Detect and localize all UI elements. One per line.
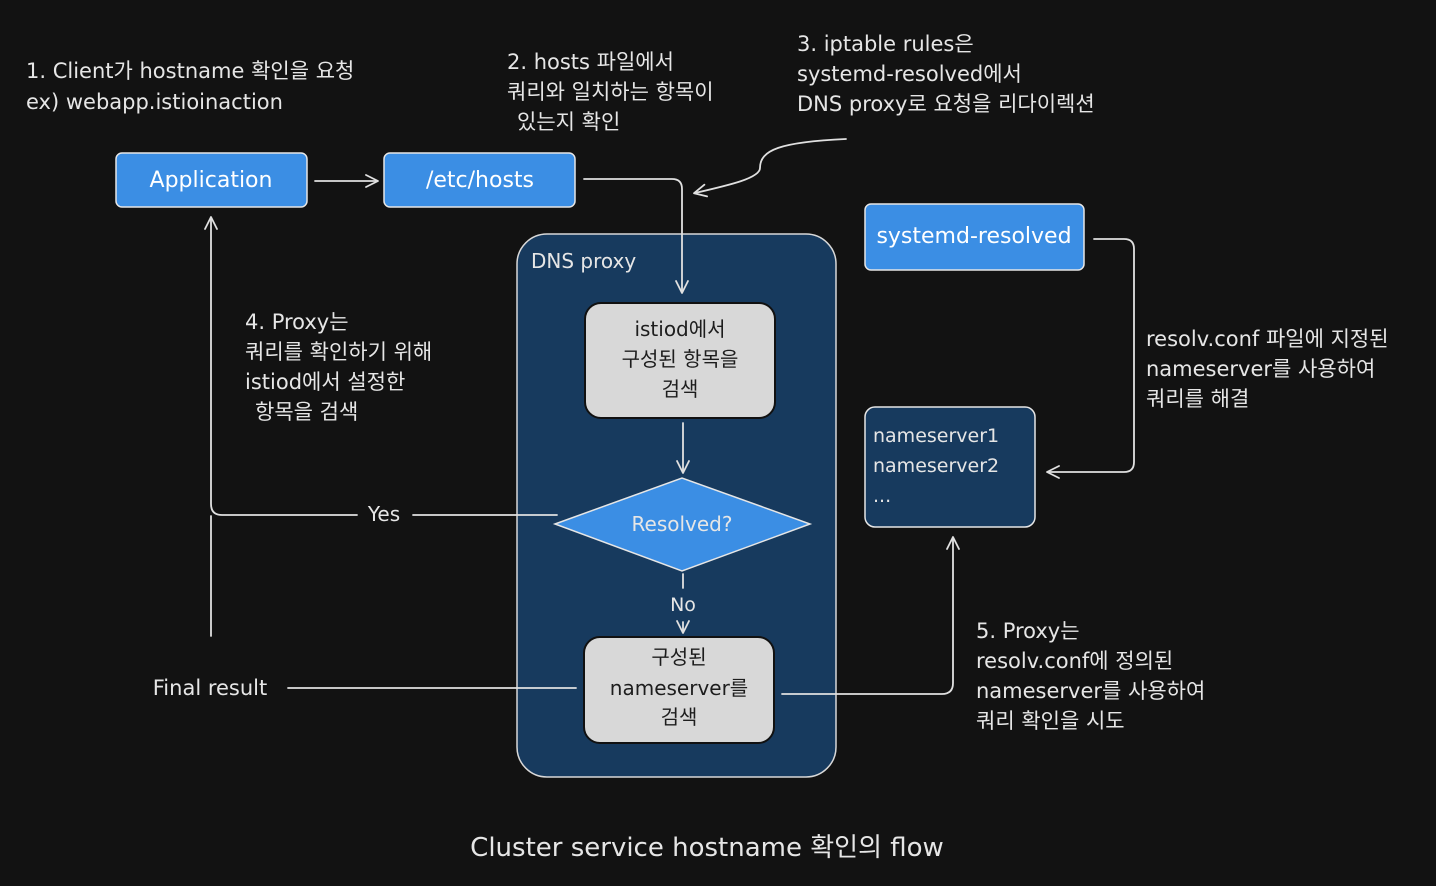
svg-text:5. Proxy는: 5. Proxy는 xyxy=(976,619,1080,643)
note-step2: 2. hosts 파일에서 쿼리와 일치하는 항목이 있는지 확인 xyxy=(507,50,714,134)
svg-text:구성된 항목을: 구성된 항목을 xyxy=(622,347,739,371)
svg-text:nameserver를 사용하여: nameserver를 사용하여 xyxy=(976,679,1205,703)
svg-text:쿼리 확인을 시도: 쿼리 확인을 시도 xyxy=(976,709,1125,733)
svg-text:systemd-resolved: systemd-resolved xyxy=(876,224,1071,249)
svg-text:4. Proxy는: 4. Proxy는 xyxy=(245,310,349,334)
svg-text:ex) webapp.istioinaction: ex) webapp.istioinaction xyxy=(26,90,283,114)
svg-text:Resolved?: Resolved? xyxy=(632,512,733,536)
etc-hosts-node: /etc/hosts xyxy=(383,152,576,208)
resolved-decision-node: Resolved? xyxy=(552,477,813,572)
nameserver-list-node: nameserver1 nameserver2 ... xyxy=(864,406,1036,528)
svg-text:istiod에서: istiod에서 xyxy=(634,317,725,341)
systemd-resolved-node: systemd-resolved xyxy=(864,203,1085,271)
note-step1: 1. Client가 hostname 확인을 요청 ex) webapp.is… xyxy=(26,59,354,114)
svg-text:구성된: 구성된 xyxy=(651,645,706,669)
arrow-hosts-to-proxy xyxy=(583,178,689,294)
note-resolv-conf: resolv.conf 파일에 지정된 nameserver를 사용하여 쿼리를… xyxy=(1146,327,1389,411)
application-node: Application xyxy=(115,152,308,208)
arrow-decision-yes xyxy=(211,218,558,516)
note-step4: 4. Proxy는 쿼리를 확인하기 위해 istiod에서 설정한 항목을 검… xyxy=(245,310,432,424)
svg-text:systemd-resolved에서: systemd-resolved에서 xyxy=(797,62,1022,86)
note-step5: 5. Proxy는 resolv.conf에 정의된 nameserver를 사… xyxy=(976,619,1205,733)
svg-text:있는지 확인: 있는지 확인 xyxy=(517,110,620,134)
svg-text:resolv.conf 파일에 지정된: resolv.conf 파일에 지정된 xyxy=(1146,327,1389,351)
svg-text:istiod에서 설정한: istiod에서 설정한 xyxy=(245,370,405,394)
svg-text:/etc/hosts: /etc/hosts xyxy=(426,168,534,193)
istiod-lookup-node: istiod에서 구성된 항목을 검색 xyxy=(584,302,776,419)
svg-text:nameserver2: nameserver2 xyxy=(873,455,999,477)
svg-text:nameserver1: nameserver1 xyxy=(873,425,999,447)
note-step3: 3. iptable rules은 systemd-resolved에서 DNS… xyxy=(797,32,1095,116)
svg-text:검색: 검색 xyxy=(662,377,699,401)
svg-text:DNS proxy로 요청을 리다이렉션: DNS proxy로 요청을 리다이렉션 xyxy=(797,92,1095,116)
svg-text:검색: 검색 xyxy=(661,705,698,729)
svg-text:쿼리와 일치하는 항목이: 쿼리와 일치하는 항목이 xyxy=(507,80,714,104)
svg-text:쿼리를 확인하기 위해: 쿼리를 확인하기 위해 xyxy=(245,340,432,364)
diagram-title: Cluster service hostname 확인의 flow xyxy=(470,833,944,863)
svg-text:...: ... xyxy=(873,485,891,507)
svg-text:1. Client가 hostname 확인을 요청: 1. Client가 hostname 확인을 요청 xyxy=(26,59,354,83)
nameserver-lookup-node: 구성된 nameserver를 검색 xyxy=(583,636,775,744)
dns-proxy-label: DNS proxy xyxy=(531,249,636,273)
edge-label-yes: Yes xyxy=(367,502,400,526)
arrow-iptables-redirect xyxy=(693,138,847,198)
svg-text:2. hosts 파일에서: 2. hosts 파일에서 xyxy=(507,50,674,74)
svg-text:Application: Application xyxy=(150,168,273,193)
svg-text:3. iptable rules은: 3. iptable rules은 xyxy=(797,32,974,56)
svg-text:nameserver를 사용하여: nameserver를 사용하여 xyxy=(1146,357,1375,381)
edge-label-final-result: Final result xyxy=(153,676,268,700)
arrow-systemd-to-nameservers xyxy=(1046,238,1135,479)
arrow-to-nameservers xyxy=(781,536,960,695)
svg-text:nameserver를: nameserver를 xyxy=(610,676,748,700)
svg-text:항목을 검색: 항목을 검색 xyxy=(255,400,358,424)
svg-text:쿼리를 해결: 쿼리를 해결 xyxy=(1146,387,1249,411)
svg-text:resolv.conf에 정의된: resolv.conf에 정의된 xyxy=(976,649,1173,673)
edge-label-no: No xyxy=(670,594,696,616)
